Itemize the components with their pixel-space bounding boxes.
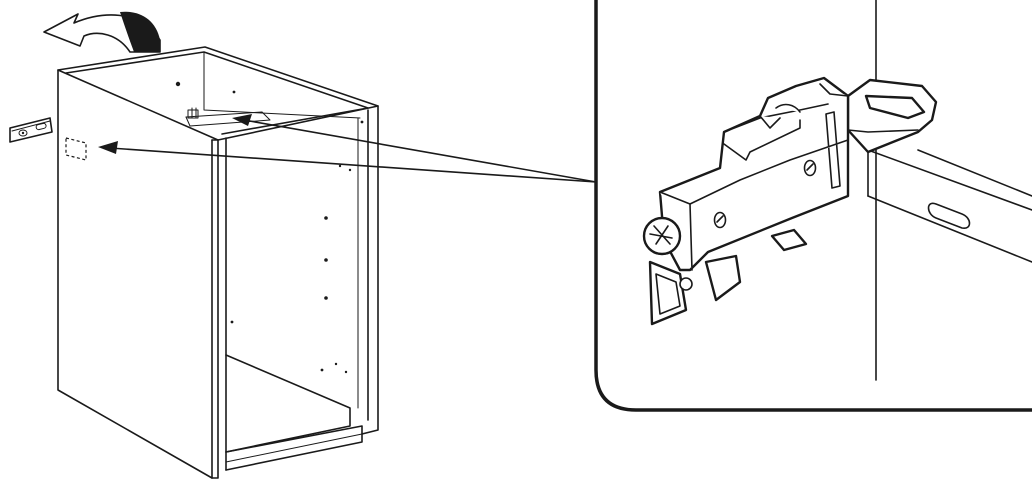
rail-slot xyxy=(927,202,971,229)
screw-hole xyxy=(175,81,181,87)
magnify-callout-icon xyxy=(594,0,1032,412)
bracket-mini xyxy=(187,109,199,119)
cabinet xyxy=(57,46,379,479)
pointer-arrow-icon xyxy=(98,114,597,183)
cabinet-top-rim xyxy=(57,46,379,141)
cabinet-bottom xyxy=(225,354,351,453)
mount-location-marker xyxy=(65,137,87,161)
callout-frame xyxy=(594,0,1032,412)
rotate-arrow-icon xyxy=(43,11,161,53)
drawer-runner-clip xyxy=(642,76,850,326)
rail-hook xyxy=(846,78,938,154)
cabinet-left-side xyxy=(57,69,213,479)
side-rail xyxy=(9,117,53,143)
